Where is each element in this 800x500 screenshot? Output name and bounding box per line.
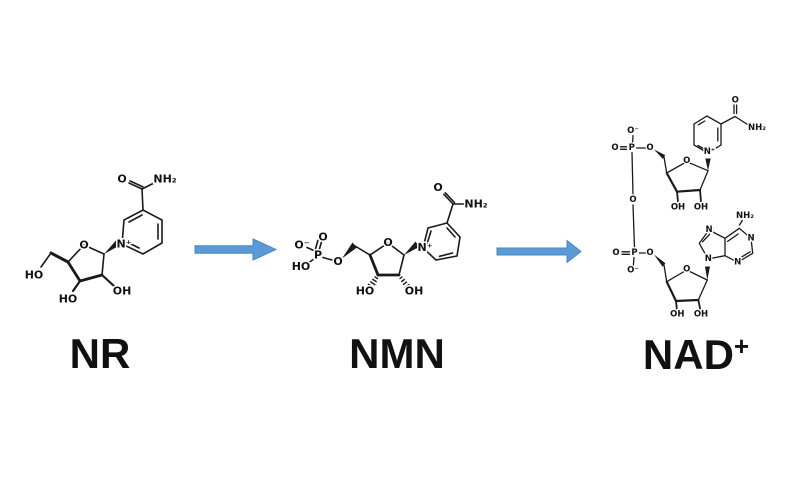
nmn-bonds [306, 192, 466, 289]
atom-top-oh-2prime: OH [694, 203, 708, 213]
atom-ho-3prime: HO [59, 293, 78, 306]
atom-top-carbonyl-o: O [732, 96, 739, 106]
atom-bot-dbl-o: O [612, 248, 619, 258]
atom-adenine-n9: N [705, 254, 712, 264]
atom-bot-oh-2prime: OH [694, 310, 708, 320]
atom-top-dbl-o: O [611, 143, 618, 153]
atom-phosphate-dbl-o: O [318, 231, 327, 244]
atom-amide-nh2: NH₂ [153, 173, 176, 186]
nad-label-superscript: + [733, 331, 750, 361]
arrow-shape [496, 239, 582, 264]
nmn-label-text: NMN [349, 330, 445, 377]
nad-label: NAD+ [621, 333, 771, 376]
atom-bridge-o: O [333, 255, 342, 268]
nr-atom-labels: O NH₂ N⁺ O HO HO OH [25, 171, 178, 307]
nr-bonds [40, 180, 163, 293]
atom-adenine-n1: N [747, 233, 754, 243]
atom-carbonyl-o: O [117, 173, 126, 186]
atom-bot-ribose-o: O [683, 265, 690, 275]
atom-amide-nh2: NH₂ [464, 198, 487, 211]
nad-structure: O⁻ O P O O N⁺ O NH₂ OH OH O O P O⁻ O O N… [610, 94, 767, 321]
atom-oh-2prime: OH [405, 285, 424, 298]
nmn-structure: O⁻ O P HO O O N⁺ O NH₂ HO OH [290, 180, 489, 300]
atom-bot-p: P [631, 248, 637, 258]
atom-bot-o-minus: O⁻ [627, 266, 639, 276]
atom-ribose-o: O [383, 236, 392, 249]
atom-adenine-n3: N [734, 257, 741, 267]
atom-phosphate-ho: HO [292, 260, 311, 273]
atom-top-oh-3prime: OH [671, 203, 685, 213]
nr-label: NR [25, 333, 175, 375]
atom-phosphate-p: P [314, 249, 322, 262]
atom-mid-bridge-o: O [629, 195, 636, 205]
nad-bonds [619, 104, 754, 312]
nmn-atom-labels: O⁻ O P HO O O N⁺ O NH₂ HO OH [290, 180, 489, 300]
atom-ring-n-plus: N⁺ [116, 238, 131, 251]
atom-phosphate-o-minus: O⁻ [294, 239, 309, 252]
atom-oh-2prime: OH [113, 285, 132, 298]
arrow-nr-to-nmn [194, 238, 278, 261]
atom-top-amide-nh2: NH₂ [748, 123, 766, 133]
atom-top-ring-n-plus: N⁺ [704, 147, 716, 157]
atom-bot-bridge-o: O [646, 248, 653, 258]
nmn-label: NMN [322, 333, 472, 375]
atom-top-o-minus: O⁻ [627, 126, 639, 136]
nr-structure: O NH₂ N⁺ O HO HO OH [25, 171, 178, 307]
arrow-shape [194, 238, 278, 261]
atom-ring-n-plus: N⁺ [417, 241, 432, 254]
nr-label-text: NR [69, 330, 131, 377]
atom-bot-oh-3prime: OH [670, 310, 684, 320]
atom-ho-5prime: HO [25, 269, 43, 282]
atom-top-bridge-o: O [646, 143, 653, 153]
atom-amine-nh2: NH₂ [736, 211, 754, 221]
nad-label-text: NAD [642, 331, 734, 378]
arrow-nmn-to-nad [496, 239, 582, 264]
nad-atom-labels: O⁻ O P O O N⁺ O NH₂ OH OH O O P O⁻ O O N… [610, 94, 767, 321]
atom-ribose-o: O [79, 239, 88, 252]
atom-carbonyl-o: O [433, 181, 442, 194]
atom-top-p: P [629, 143, 635, 153]
atom-top-ribose-o: O [683, 156, 690, 166]
atom-ho-3prime: HO [356, 285, 375, 298]
atom-adenine-n7: N [705, 225, 712, 235]
